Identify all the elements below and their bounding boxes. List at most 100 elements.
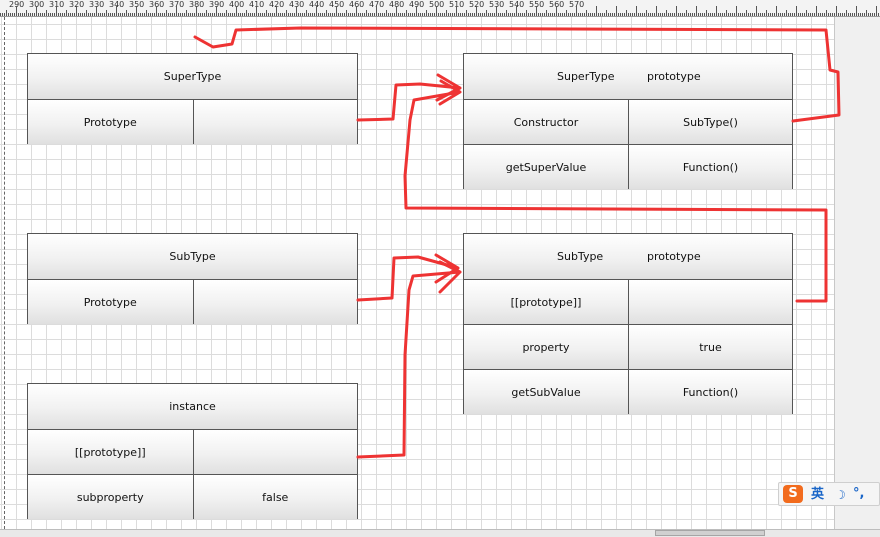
ruler-tick bbox=[374, 13, 375, 16]
ruler-label: 470 bbox=[369, 0, 385, 9]
subtype-prototype-table[interactable]: SubType prototype [[prototype]] property… bbox=[463, 233, 793, 414]
ruler-tick bbox=[640, 13, 641, 16]
ruler-tick bbox=[794, 13, 795, 16]
ruler-tick bbox=[400, 13, 401, 16]
ruler-tick bbox=[574, 13, 575, 16]
ruler-label: 300 bbox=[29, 0, 45, 9]
ruler-tick bbox=[774, 13, 775, 16]
ruler-tick bbox=[638, 13, 639, 16]
ruler-tick bbox=[238, 13, 239, 16]
ruler-label: 380 bbox=[189, 0, 205, 9]
ruler-tick bbox=[252, 13, 253, 16]
ruler-tick bbox=[186, 10, 187, 16]
ruler-tick bbox=[824, 13, 825, 16]
ruler-tick bbox=[148, 13, 149, 16]
arrow-constructor-to-subtype bbox=[193, 26, 841, 123]
ruler-tick bbox=[532, 13, 533, 16]
ruler-tick bbox=[370, 13, 371, 16]
ruler-tick bbox=[626, 10, 627, 16]
ime-toolbar[interactable]: S 英 ☽ °, bbox=[778, 482, 880, 506]
vertical-scrollbar[interactable] bbox=[834, 17, 880, 529]
instance-subproperty-value: false bbox=[192, 475, 358, 519]
ime-mode-indicator[interactable]: 英 bbox=[811, 487, 825, 502]
subtype-table[interactable]: SubType Prototype bbox=[27, 233, 358, 324]
sogou-logo-icon[interactable]: S bbox=[783, 485, 803, 503]
ruler-tick bbox=[442, 13, 443, 16]
ruler-tick bbox=[600, 13, 601, 16]
ruler-tick bbox=[734, 13, 735, 16]
ruler-tick bbox=[736, 6, 737, 16]
ruler-tick bbox=[392, 13, 393, 16]
instance-subproperty-row: subproperty false bbox=[28, 474, 357, 519]
ruler-tick bbox=[138, 13, 139, 16]
ruler-tick bbox=[72, 13, 73, 16]
ruler-tick bbox=[130, 13, 131, 16]
ruler-tick bbox=[510, 13, 511, 16]
ruler-tick bbox=[810, 13, 811, 16]
ruler-tick bbox=[342, 13, 343, 16]
ruler-tick bbox=[444, 13, 445, 16]
ruler-label: 490 bbox=[409, 0, 425, 9]
ruler-tick bbox=[94, 13, 95, 16]
ruler-tick bbox=[68, 13, 69, 16]
ruler-tick bbox=[36, 6, 37, 16]
ruler-tick bbox=[570, 13, 571, 16]
ruler-label: 500 bbox=[429, 0, 445, 9]
ruler-tick bbox=[582, 13, 583, 16]
ruler-tick bbox=[380, 13, 381, 16]
moon-icon[interactable]: ☽ bbox=[835, 488, 846, 502]
ruler-tick bbox=[366, 10, 367, 16]
ruler-tick bbox=[706, 10, 707, 16]
ruler-tick bbox=[256, 6, 257, 16]
arrow-instance-to-subtype-prototype bbox=[356, 260, 462, 459]
ruler-label: 440 bbox=[309, 0, 325, 9]
ruler-tick bbox=[6, 10, 7, 16]
ruler-tick bbox=[334, 13, 335, 16]
ruler-tick bbox=[358, 13, 359, 16]
ruler-tick bbox=[500, 13, 501, 16]
ruler-tick bbox=[432, 13, 433, 16]
supertype-table[interactable]: SuperType Prototype bbox=[27, 53, 358, 144]
ruler-label: 390 bbox=[209, 0, 225, 9]
ruler-tick bbox=[846, 10, 847, 16]
ruler-tick bbox=[230, 13, 231, 16]
ruler-label: 570 bbox=[569, 0, 585, 9]
ruler-tick bbox=[612, 13, 613, 16]
ruler-tick bbox=[240, 13, 241, 16]
punctuation-mode-indicator[interactable]: °, bbox=[853, 486, 865, 501]
ruler-tick bbox=[494, 13, 495, 16]
supertype-prototype-table[interactable]: SuperType prototype Constructor SubType(… bbox=[463, 53, 793, 189]
ruler-tick bbox=[506, 10, 507, 16]
ruler-tick bbox=[150, 13, 151, 16]
ruler-tick bbox=[732, 13, 733, 16]
ruler-tick bbox=[454, 13, 455, 16]
ruler-tick bbox=[146, 10, 147, 16]
supertype-title-row: SuperType bbox=[28, 54, 357, 99]
ruler-tick bbox=[524, 13, 525, 16]
supertype-prototype-title-suffix: prototype bbox=[647, 70, 701, 83]
ruler-tick bbox=[248, 13, 249, 16]
ruler-tick bbox=[438, 13, 439, 16]
subtype-prototype-row: Prototype bbox=[28, 279, 357, 324]
ruler-label: 310 bbox=[49, 0, 65, 9]
ruler-tick bbox=[770, 13, 771, 16]
ruler-tick bbox=[144, 13, 145, 16]
ruler-tick bbox=[398, 13, 399, 16]
ruler-tick bbox=[348, 13, 349, 16]
ruler-tick bbox=[286, 10, 287, 16]
ruler-tick bbox=[758, 13, 759, 16]
ruler-tick bbox=[80, 13, 81, 16]
ruler-tick bbox=[474, 13, 475, 16]
instance-table[interactable]: instance [[prototype]] subproperty false bbox=[27, 383, 358, 519]
ruler-tick bbox=[244, 13, 245, 16]
ruler-tick bbox=[844, 13, 845, 16]
ruler-tick bbox=[32, 13, 33, 16]
ruler-tick bbox=[226, 10, 227, 16]
ruler-tick bbox=[34, 13, 35, 16]
ruler-tick bbox=[448, 13, 449, 16]
ruler-tick bbox=[558, 13, 559, 16]
ruler-tick bbox=[4, 13, 5, 16]
ruler-tick bbox=[560, 13, 561, 16]
ruler-tick bbox=[362, 13, 363, 16]
ruler-tick bbox=[708, 13, 709, 16]
